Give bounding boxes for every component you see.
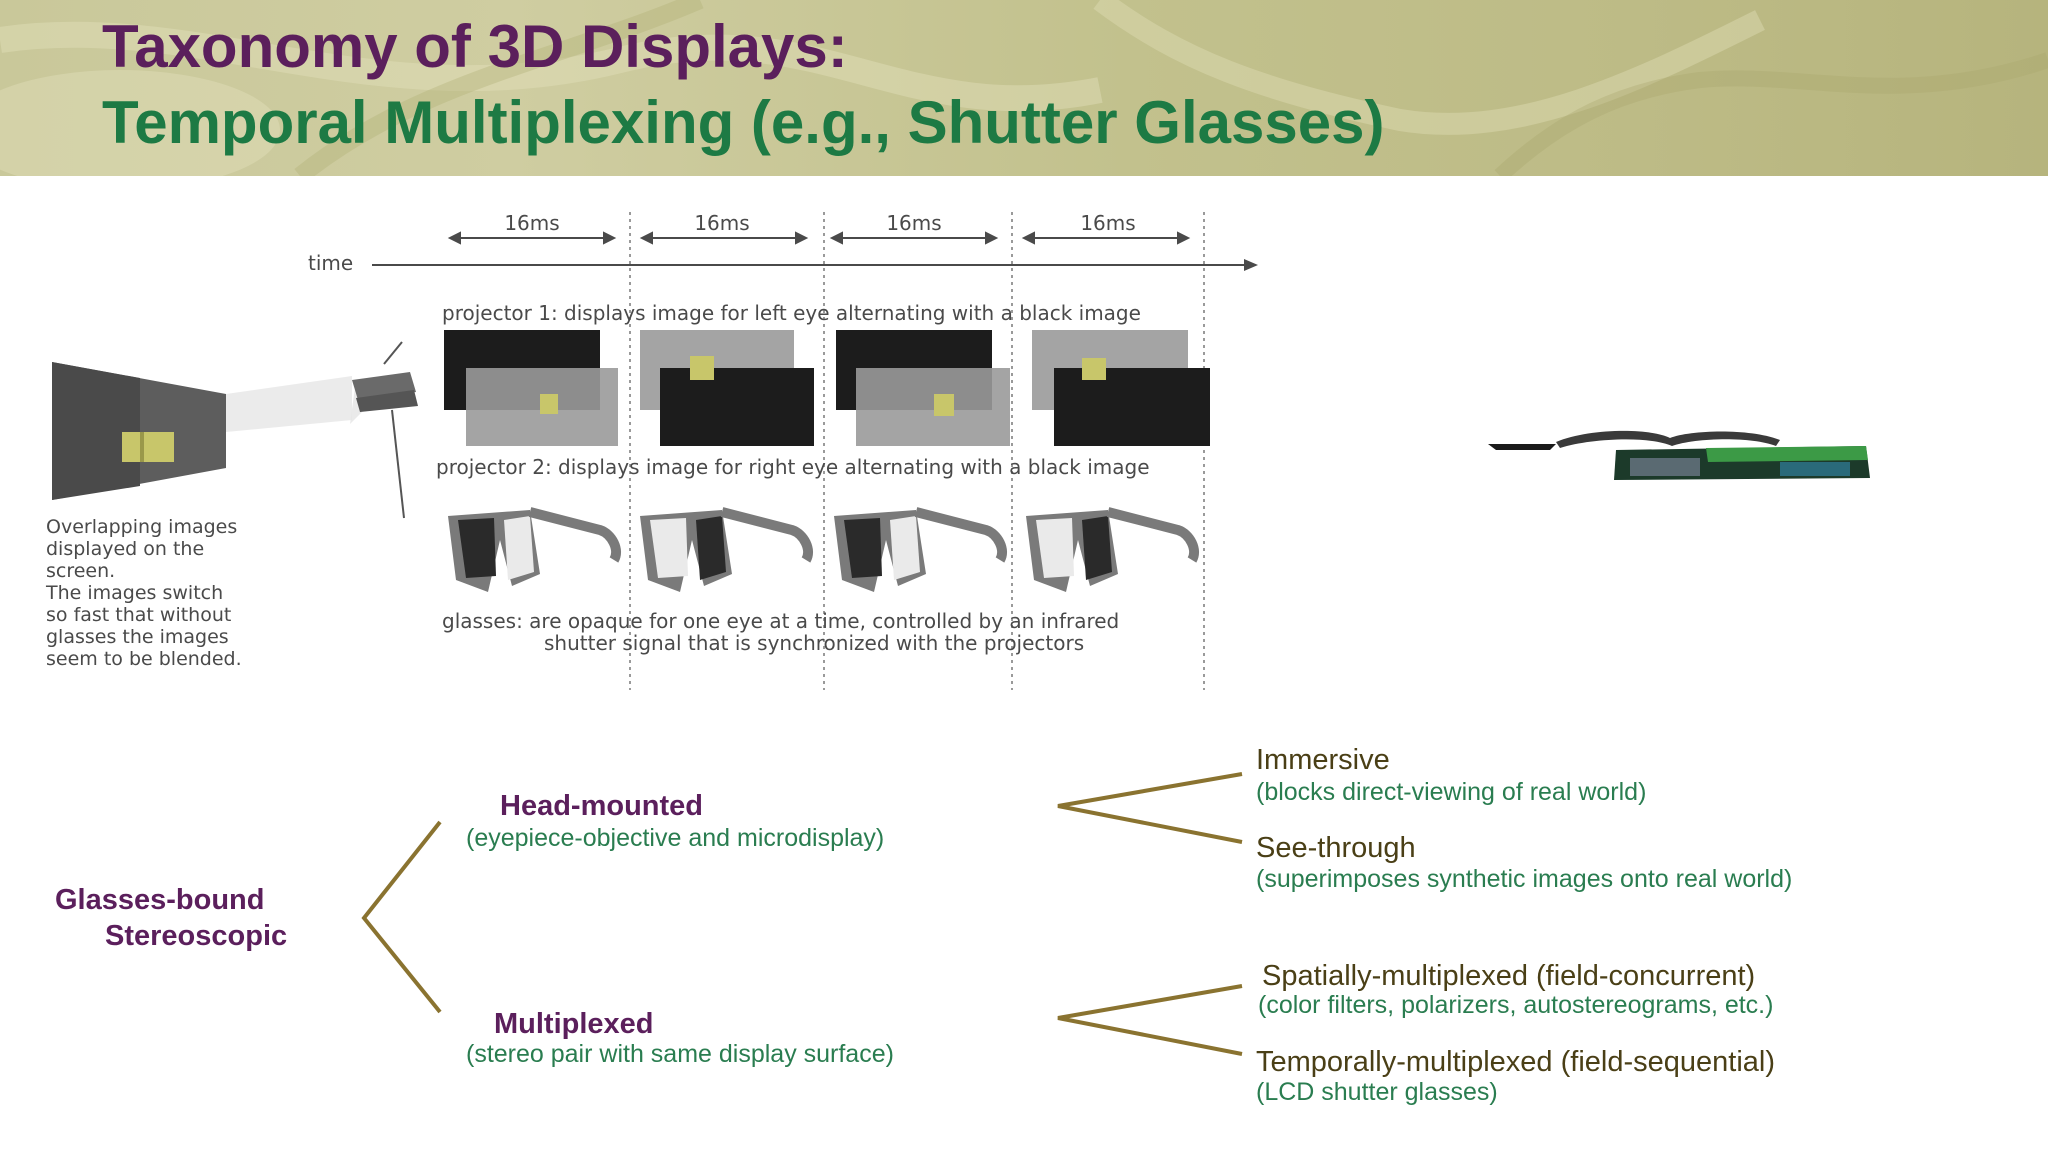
glasses-frame-3 (834, 507, 1008, 592)
glasses-frame-4 (1026, 507, 1200, 592)
temporally-multiplexed-subtitle: (LCD shutter glasses) (1256, 1078, 1498, 1106)
time-axis-label: time (308, 251, 353, 275)
time-axis-arrowhead (1244, 259, 1258, 271)
shutter-glasses-product-image (1488, 430, 1870, 480)
screen-caption-line: seem to be blended. (46, 648, 242, 670)
screen-caption-line: glasses the images (46, 626, 229, 648)
multiplexed-title: Multiplexed (494, 1008, 654, 1040)
head-mounted-title: Head-mounted (500, 790, 703, 822)
spatially-multiplexed-title: Spatially-multiplexed (field-concurrent) (1262, 960, 1756, 992)
head-mounted-branch (1057, 772, 1243, 844)
slide-subtitle: Temporal Multiplexing (e.g., Shutter Gla… (102, 89, 1385, 156)
interval-label: 16ms (886, 211, 941, 235)
frame-2 (640, 330, 814, 446)
immersive-title: Immersive (1256, 744, 1390, 776)
glasses-caption-line2: shutter signal that is synchronized with… (544, 631, 1084, 655)
screen-caption-line: displayed on the (46, 538, 205, 560)
frame-4 (1032, 330, 1210, 446)
temporally-multiplexed-title: Temporally-multiplexed (field-sequential… (1256, 1046, 1775, 1078)
header-background-decoration (0, 0, 2048, 176)
screen-caption-line: so fast that without (46, 604, 232, 626)
multiplexed-subtitle: (stereo pair with same display surface) (466, 1040, 894, 1068)
projection-screen (52, 362, 366, 500)
projector (352, 341, 418, 519)
see-through-title: See-through (1256, 832, 1416, 864)
interval-arrows (447, 231, 1191, 245)
shutter-glasses-figure: 16ms 16ms 16ms 16ms time projector 1: di… (52, 211, 1258, 690)
root-branch (361, 820, 442, 1014)
interval-label: 16ms (1080, 211, 1135, 235)
see-through-subtitle: (superimposes synthetic images onto real… (1256, 865, 1793, 893)
frame-1 (444, 330, 618, 446)
interval-dividers (629, 212, 1205, 690)
screen-caption-line: screen. (46, 560, 116, 582)
screen-caption: Overlapping images displayed on the scre… (46, 516, 306, 670)
root-node-line1: Glasses-bound (55, 884, 265, 916)
projector1-caption: projector 1: displays image for left eye… (442, 301, 1141, 325)
head-mounted-subtitle: (eyepiece-objective and microdisplay) (466, 824, 885, 852)
frame-3 (836, 330, 1010, 446)
immersive-subtitle: (blocks direct-viewing of real world) (1256, 778, 1647, 806)
multiplexed-branch (1057, 984, 1243, 1056)
projector2-caption: projector 2: displays image for right ey… (436, 455, 1150, 479)
screen-caption-line: The images switch (46, 582, 224, 604)
interval-label: 16ms (694, 211, 749, 235)
slide-title: Taxonomy of 3D Displays: (102, 13, 848, 80)
glasses-frame-1 (448, 507, 622, 592)
glasses-caption-line1: glasses: are opaque for one eye at a tim… (442, 609, 1119, 633)
slide-header: Taxonomy of 3D Displays: Temporal Multip… (0, 0, 2048, 176)
spatially-multiplexed-subtitle: (color filters, polarizers, autostereogr… (1258, 991, 1774, 1019)
root-node-line2: Stereoscopic (105, 920, 288, 952)
glasses-frame-2 (640, 507, 814, 592)
screen-caption-line: Overlapping images (46, 516, 238, 538)
interval-label: 16ms (504, 211, 559, 235)
